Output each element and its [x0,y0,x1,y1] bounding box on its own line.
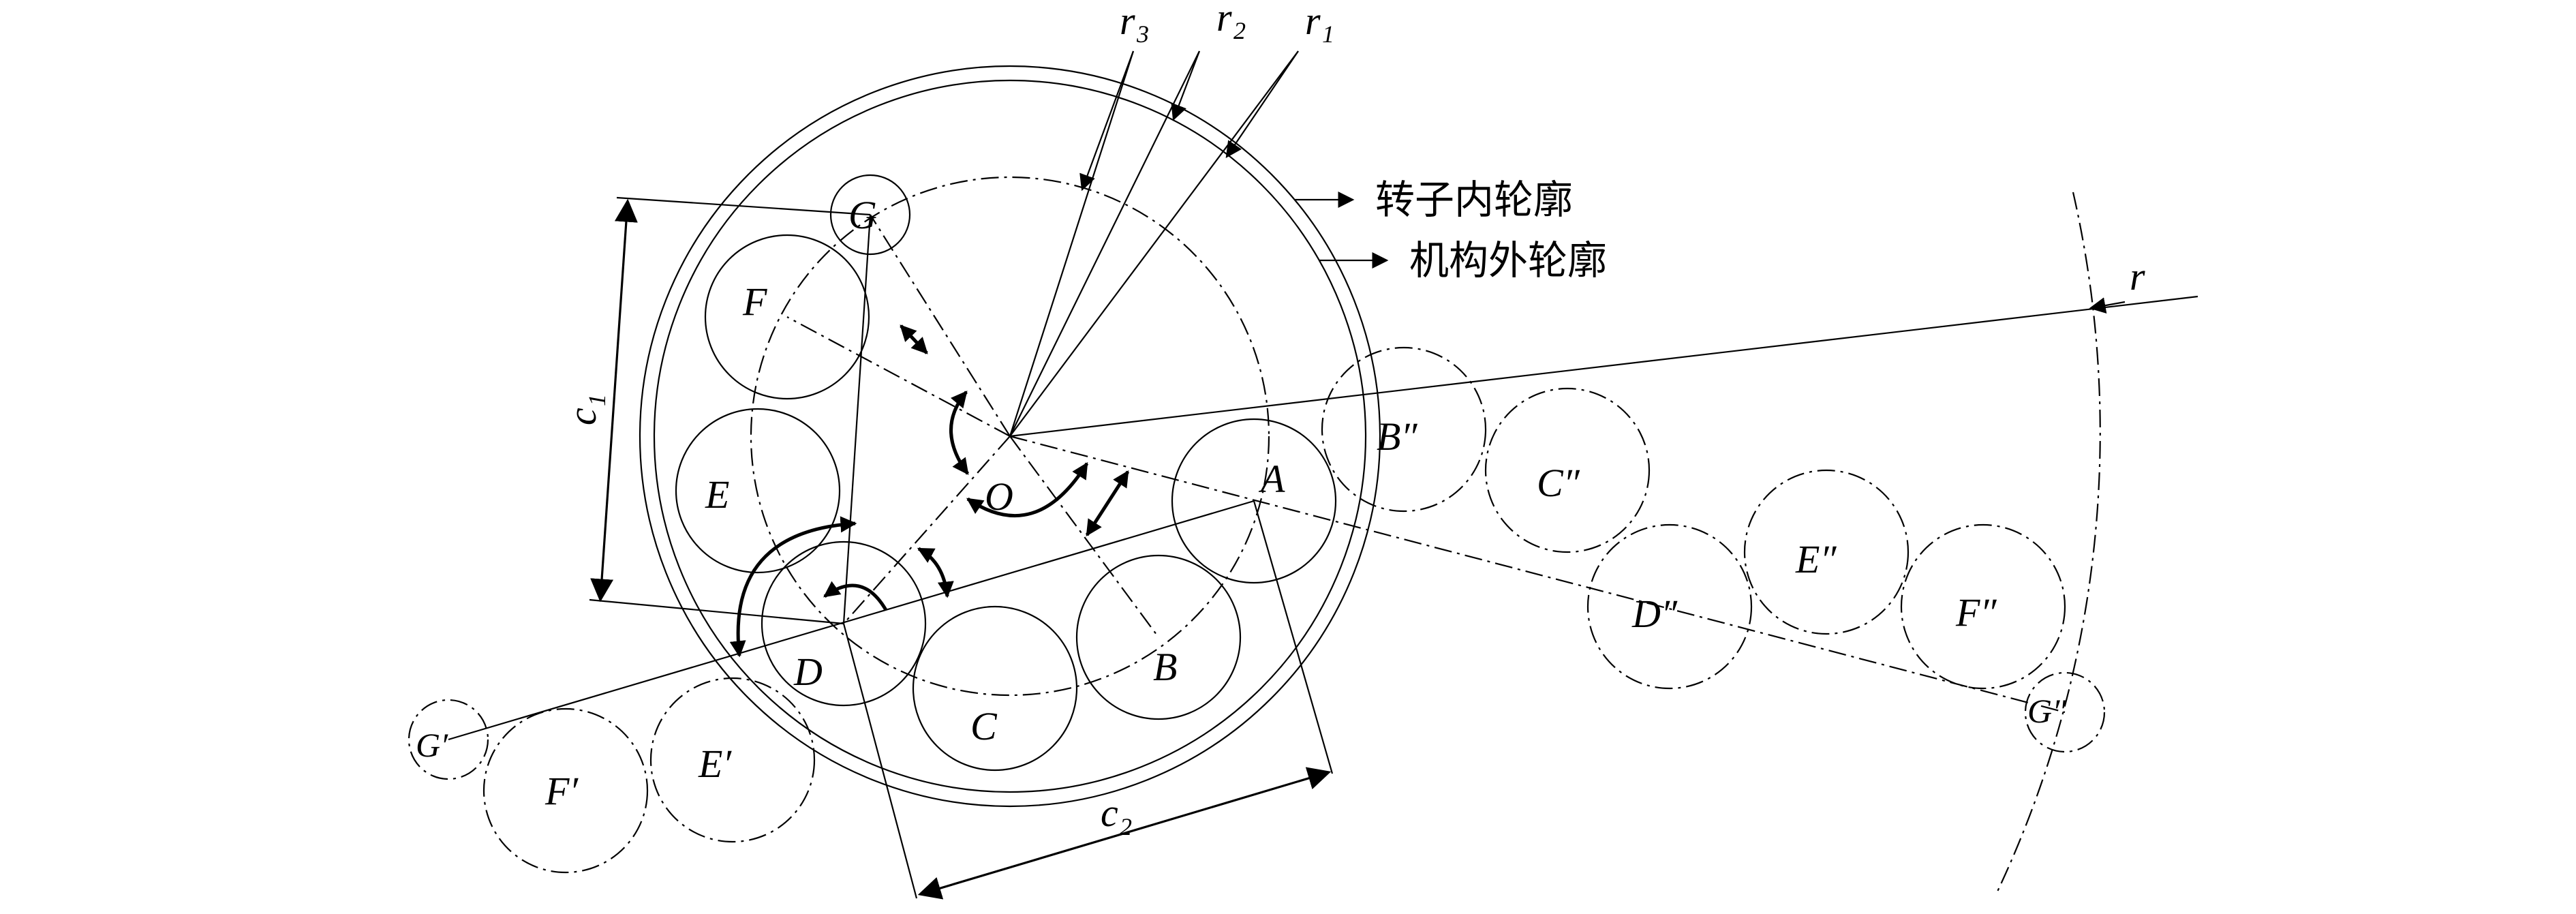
roller-F2 [1900,523,2066,690]
angle-arc-3 [900,324,928,354]
label-r3-main: r [1120,0,1135,43]
line-r1 [1009,50,1299,437]
label-A: A [1258,457,1285,501]
c1-dim-line [590,198,638,603]
roller-G2 [2024,671,2106,753]
roller-B2 [1321,346,1487,513]
line-G1-A [448,500,1255,741]
label-B2: B″ [1377,414,1417,459]
label-r3-sub: 3 [1136,20,1149,48]
label-E2: E″ [1795,537,1837,581]
leader-r [2089,297,2126,314]
label-B: B [1153,645,1177,689]
leader-r1 [1225,50,1299,158]
leader-r2 [1171,50,1201,121]
c1-ext-bottom [589,598,844,625]
label-c2-main: c [1101,791,1118,835]
label-C2: C″ [1537,461,1580,505]
label-E: E [705,472,729,517]
label-c1-main: c [560,408,604,425]
roller-center-circle [750,176,1270,697]
label-r2-main: r [1216,0,1232,40]
roller-B [1075,554,1242,720]
angle-arc-1 [949,391,970,475]
label-c1: c 1 [560,394,611,425]
line-O-G [870,214,1011,437]
line-O-r [1009,295,2198,438]
leader-r3 [1079,50,1135,192]
label-G1: G′ [416,726,448,764]
roller-E2 [1743,469,1910,635]
angle-arc-6 [729,516,857,658]
roller-E1 [649,677,816,843]
line-r3 [1009,50,1135,437]
roller-E [675,408,841,574]
label-r1-sub: 1 [1322,20,1334,48]
c2-ext-left [842,623,918,899]
c2-dim-line [917,767,1332,900]
label-F1: F′ [545,769,579,813]
roller-A [1171,418,1337,584]
label-O: O [985,474,1013,519]
label-r1-main: r [1305,0,1321,43]
label-F2: F″ [1955,590,1997,635]
angle-arc-2 [966,461,1089,518]
label-c1-sub: 1 [583,394,611,406]
angle-arc-7 [823,581,888,611]
line-G-D [842,214,872,624]
line-O-G2 [1009,435,2066,714]
label-D: D [793,650,823,694]
roller-G [829,174,911,256]
c2-ext-right [1253,500,1334,774]
label-c2-sub: 2 [1120,813,1132,840]
line-O-F [786,316,1011,437]
angle-arc-5 [917,547,954,598]
outer-arc-r [1996,192,2101,894]
roller-F1 [482,707,649,874]
label-r: r [2130,254,2145,299]
roller-G1 [408,699,489,780]
callout-mechanism-outer: 机构外轮廓 [1409,237,1607,284]
line-O-D [843,436,1011,624]
label-F: F [742,279,767,324]
label-r2-sub: 2 [1233,17,1246,44]
label-E1: E′ [698,742,732,786]
line-r2 [1009,50,1200,437]
angle-arc-4 [1085,470,1130,537]
roller-D2 [1586,523,1753,690]
c1-ext-top [616,196,871,216]
label-D2: D″ [1631,592,1678,636]
label-G: G [848,193,877,237]
roller-C2 [1484,387,1651,553]
label-G2: G″ [2027,692,2067,730]
callout-rotor-inner: 转子内轮廓 [1375,177,1573,223]
roller-F [704,234,870,400]
label-C: C [970,704,998,748]
